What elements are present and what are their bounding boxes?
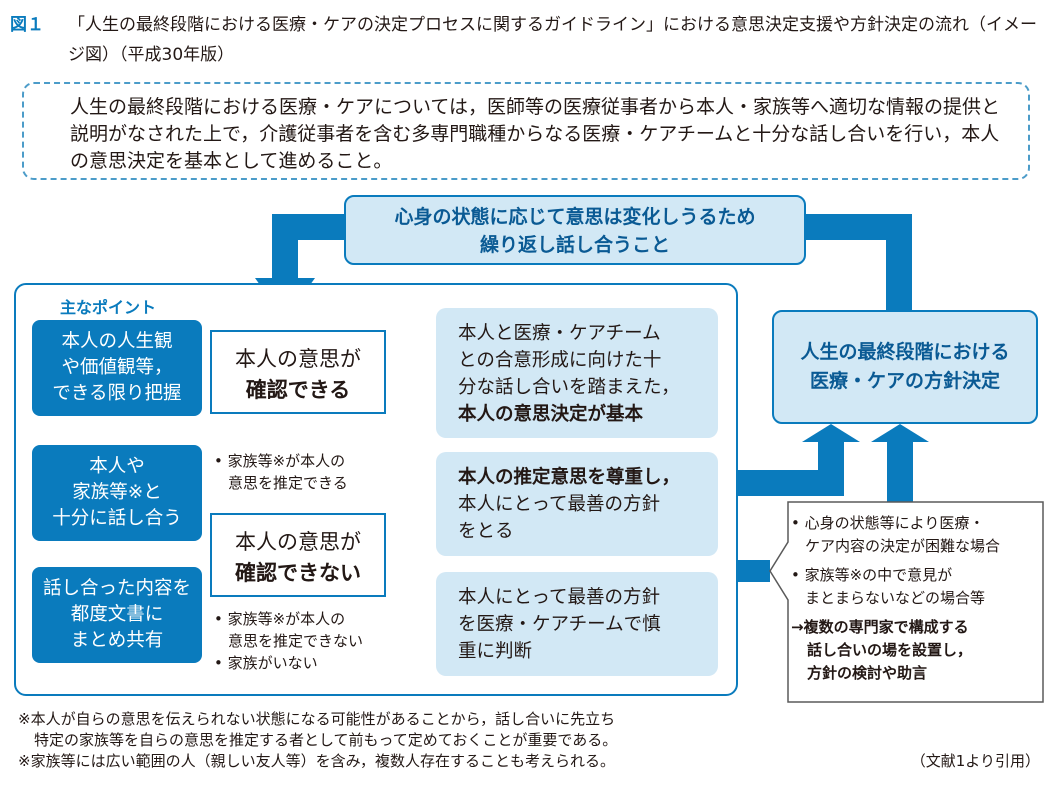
r2-line1: 本人の推定意思を尊重し， [458, 467, 681, 488]
note-arrow-line1: →複数の専門家で構成する [791, 618, 969, 636]
r2-line3: をとる [458, 521, 514, 542]
loop-right-stroke [804, 214, 912, 240]
loop-line2: 繰り返し話し合うこと [479, 234, 670, 256]
figure-label: 図１ [10, 15, 44, 35]
result-box-2: 本人の推定意思を尊重し， 本人にとって最善の方針 をとる [436, 452, 718, 556]
confirm-can-line2: 確認できる [245, 378, 351, 402]
point-box-2: 本人や 家族等※と 十分に話し合う [32, 445, 202, 541]
footnote-2: ※家族等には広い範囲の人（親しい友人等）を含み，複数人存在することも考えられる。 [18, 752, 615, 770]
confirm-cannot-line1: 本人の意思が [235, 530, 361, 554]
case1-line2: 意思を推定できる [228, 474, 348, 492]
r1-line3: 分な話し合いを踏まえた， [458, 377, 680, 398]
r3-line1: 本人にとって最善の方針 [458, 587, 661, 608]
note-b1-line1: • 心身の状態等により医療・ [791, 514, 985, 532]
confirm-can-line1: 本人の意思が [235, 347, 361, 371]
footnote-1-line2: 特定の家族等を自らの意思を推定する者として前もって定めておくことが重要である。 [34, 731, 618, 749]
note-arrow-line2: 話し合いの場を設置し， [807, 641, 973, 659]
r2-to-final-arrowhead [802, 424, 860, 442]
note-callout-outline [769, 501, 1044, 703]
result-box-1: 本人と医療・ケアチーム との合意形成に向けた十 分な話し合いを踏まえた， 本人の… [436, 308, 718, 438]
point-2-line3: 十分に話し合う [52, 508, 182, 529]
final-line2: 医療・ケアの方針決定 [809, 370, 1000, 392]
r1-line4: 本人の意思決定が基本 [458, 404, 644, 425]
panel-to-note-stroke [738, 560, 770, 582]
points-label: 主なポイント [60, 298, 157, 317]
difficult-cases-note: • 心身の状態等により医療・ ケア内容の決定が困難な場合 • 家族等※の中で意見… [767, 502, 1043, 702]
note-b2-line2: まとまらないなどの場合等 [805, 589, 986, 607]
r3-line3: 重に判断 [458, 641, 533, 662]
figure-title: 「人生の最終段階における医療・ケアの決定プロセスに関するガイドライン」における意… [68, 15, 1037, 65]
r2-to-final-vertical [818, 440, 844, 496]
citation: （文献1より引用） [910, 752, 1040, 770]
intro-box: 人生の最終段階における医療・ケアについては，医師等の医療従事者から本人・家族等へ… [22, 82, 1030, 180]
r1-line1: 本人と医療・ケアチーム [458, 323, 661, 344]
footnote-1-line1: ※本人が自らの意思を伝えられない状態になる可能性があることから，話し合いに先立ち [18, 710, 616, 728]
r2-line2: 本人にとって最善の方針 [458, 494, 661, 515]
point-1-line2: や価値観等， [61, 357, 173, 378]
note-to-final-arrowhead [871, 424, 929, 442]
point-2-line1: 本人や [89, 456, 145, 477]
note-b2-line1: • 家族等※の中で意見が [791, 566, 953, 584]
r3-line2: を医療・ケアチームで慎 [458, 614, 661, 635]
point-1-line1: 本人の人生観 [61, 331, 173, 352]
note-arrow-line3: 方針の検討や助言 [807, 664, 928, 682]
case2-line1: • 家族等※が本人の [214, 610, 346, 628]
note-to-final-vertical [887, 440, 913, 504]
final-decision-box: 人生の最終段階における 医療・ケアの方針決定 [772, 310, 1038, 424]
loop-line1: 心身の状態に応じて意思は変化しうるため [394, 206, 756, 228]
case1-line1: • 家族等※が本人の [214, 452, 346, 470]
point-3-line1: 話し合った内容を [42, 578, 191, 599]
point-box-1: 本人の人生観 や価値観等， できる限り把握 [32, 320, 202, 416]
intro-text: 人生の最終段階における医療・ケアについては，医師等の医療従事者から本人・家族等へ… [70, 96, 1001, 172]
point-box-3: 話し合った内容を 都度文書に まとめ共有 [32, 567, 202, 663]
final-line1: 人生の最終段階における [800, 341, 1010, 363]
confirm-cannot-line2: 確認できない [235, 561, 361, 585]
case-estimate-possible: • 家族等※が本人の 意思を推定できる [210, 450, 372, 502]
point-3-line3: まとめ共有 [70, 630, 164, 651]
r1-line2: との合意形成に向けた十 [458, 350, 662, 371]
case-estimate-impossible: • 家族等※が本人の 意思を推定できない • 家族がいない [210, 608, 394, 684]
confirm-can-box: 本人の意思が 確認できる [210, 330, 386, 414]
confirm-cannot-box: 本人の意思が 確認できない [210, 513, 386, 597]
loop-down-stroke [272, 214, 298, 280]
point-1-line3: できる限り把握 [52, 383, 182, 404]
case3-text: • 家族がいない [214, 654, 318, 672]
result-box-3: 本人にとって最善の方針 を医療・ケアチームで慎 重に判断 [436, 572, 718, 676]
point-3-line2: 都度文書に [70, 604, 164, 625]
note-b1-line2: ケア内容の決定が困難な場合 [805, 537, 1001, 555]
point-2-line2: 家族等※と [72, 482, 162, 503]
case2-line2: 意思を推定できない [228, 632, 364, 650]
loop-box: 心身の状態に応じて意思は変化しうるため 繰り返し話し合うこと [344, 195, 806, 265]
footnotes: ※本人が自らの意思を伝えられない状態になる可能性があることから，話し合いに先立ち… [18, 709, 758, 772]
